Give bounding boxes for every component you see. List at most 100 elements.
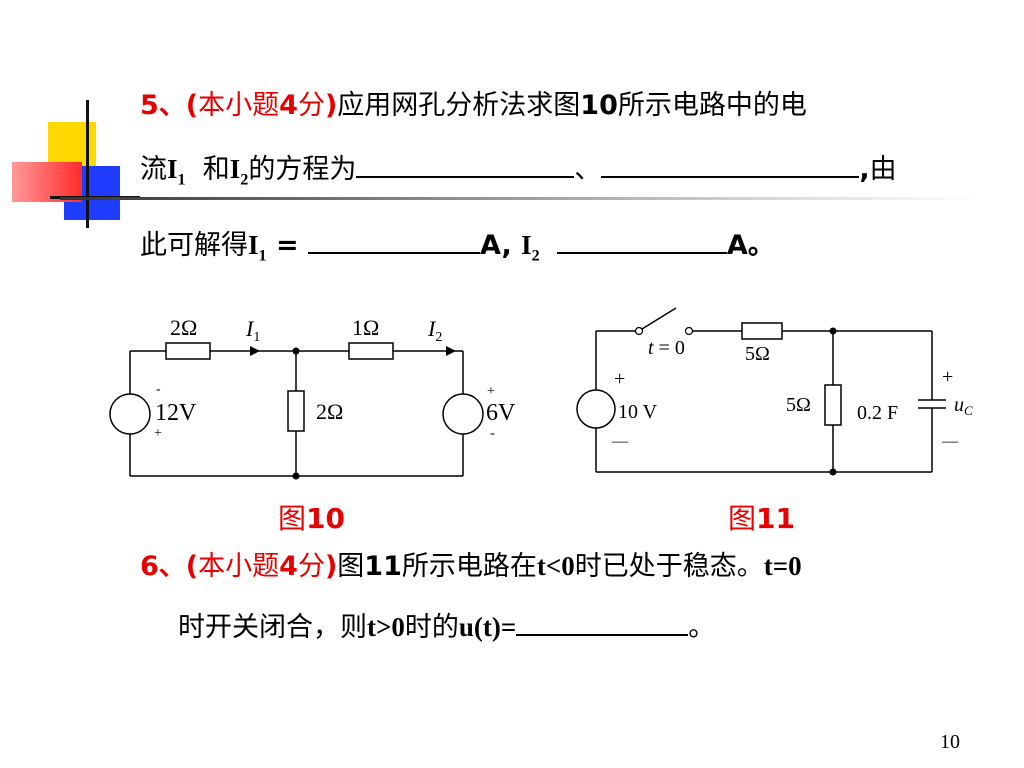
fig10-src-left-top: - [156,382,161,397]
q5-unit1: A, [480,230,522,261]
resistor-2ohm-middle [287,390,305,432]
q5-line-3: 此可解得I1 = A, I2 A。 [140,226,775,273]
page-number: 10 [940,731,960,753]
deco-vertical-line [86,100,89,228]
q5-line1-text: 应用网孔分析法求图 [337,90,581,121]
fig10-i2-label: I2 [427,316,442,345]
q5-score-unit: 分 [297,90,325,121]
q5-number: 5、 [140,90,186,121]
q5-line-2: 流I1 和I2的方程为、,由 [140,150,897,197]
fig10-caption-num: 10 [306,502,345,535]
voltage-source-right [442,393,484,435]
fig10-r-right-label: 1Ω [352,315,379,340]
fig11-src-value: 10 V [618,401,658,423]
resistor-5ohm-middle [824,384,842,426]
resistor-5ohm-top [741,322,783,340]
node-bottom [829,468,837,476]
q5-fig-ref: 10 [580,90,618,121]
fig10-caption-prefix: 图 [278,502,307,535]
q6-line-1: 6、(本小题4分)图11所示电路在t<0时已处于稳态。t=0 [140,548,802,585]
deco-red-square [12,162,82,202]
fig10-src-left-bottom: + [154,426,162,441]
node-top [829,327,837,335]
q6-line1-text: 图 [337,551,365,582]
fig11-caption-prefix: 图 [728,502,757,535]
q5-line1-tail: 所示电路中的电 [617,90,807,121]
q6-line2-b: 时的 [404,612,459,643]
q5-blank-i1[interactable] [308,226,481,254]
voltage-source-left [109,393,151,435]
title-underline-rule [60,197,980,200]
q6-score-text: 本小题 [198,551,280,582]
figure-10-circuit: 2Ω 1Ω 2Ω I1 I2 12V - + 6V + - [109,315,516,480]
q6-blank-ut[interactable] [516,608,689,636]
q5-line3-a: 此可解得 [140,230,248,261]
q5-line2-a: 流 [140,154,167,185]
q5-blank-eq1[interactable] [356,150,575,178]
fig10-src-left-value: 12V [155,400,197,426]
q5-line2-d: 由 [869,154,897,185]
fig11-src-minus: — [611,433,629,450]
q6-line2-end: 。 [688,612,716,643]
fig10-src-right-bottom: - [490,426,495,441]
q5-score-close: ) [324,90,338,121]
fig10-i1-label: I1 [245,316,260,345]
fig10-r-left-label: 2Ω [170,315,197,340]
fig11-r-top-label: 5Ω [745,343,770,365]
q5-line2-b: 和 [202,154,230,185]
q6-cond-lt: t<0 [536,551,575,581]
fig11-r-mid-label: 5Ω [786,394,811,416]
q5-i1-sub: 1 [177,170,186,189]
q5-line3-eq: = [266,230,309,261]
resistor-1ohm-right [348,342,394,360]
fig10-r-mid-label: 2Ω [316,399,343,424]
fig11-cap-label: 0.2 F [857,402,898,424]
switch-contact-left [634,326,644,336]
node-top [292,347,300,355]
fig10-src-right-value: 6V [486,400,516,426]
q5-line3-i1-sub: 1 [258,246,267,265]
figure-10-caption: 图10 [278,497,345,537]
q5-i2: I [229,154,241,184]
fig11-uc-minus: — [941,433,959,450]
current-arrow-i1 [250,346,260,356]
q5-line3-i2-sub: 2 [531,246,540,265]
corner-decoration [0,100,140,230]
q5-line3-i1: I [248,230,259,260]
q6-cond-gt: t>0 [367,612,405,642]
q6-line1-c: 时已处于稳态。 [574,551,764,582]
q5-blank-i2[interactable] [556,226,727,254]
q6-fig-ref: 11 [364,551,402,582]
q5-blank-eq2[interactable] [601,150,860,178]
q5-separator: 、 [574,154,602,185]
q5-line2-c: 的方程为 [248,154,357,185]
fig10-src-right-top: + [487,384,495,399]
q6-score-close: ) [324,551,338,582]
q6-t0: t=0 [763,551,802,581]
resistor-2ohm-left [165,342,211,360]
q5-unit2: A。 [726,230,775,261]
fig11-src-plus: + [614,368,625,390]
q6-line1-b: 所示电路在 [401,551,537,582]
fig11-uc-plus: + [942,366,953,388]
fig11-switch-label: t = 0 [648,337,685,359]
voltage-source-10v [576,389,616,429]
q5-score-open: ( [185,90,199,121]
figure-11-caption: 图11 [728,497,795,537]
q5-i2-sub: 2 [240,170,249,189]
switch-blade [641,307,677,330]
q6-number: 6、 [140,551,186,582]
q6-score-open: ( [185,551,199,582]
node-bottom [292,472,300,480]
q6-ut: u(t)= [458,612,517,642]
q6-line-2: 时开关闭合，则t>0时的u(t)=。 [178,608,715,646]
q5-line3-i2: I [521,230,532,260]
fig11-caption-num: 11 [756,502,795,535]
q5-score-text: 本小题 [198,90,280,121]
q5-comma: , [859,154,870,185]
q5-line-1: 5、(本小题4分)应用网孔分析法求图10所示电路中的电 [140,88,807,124]
q5-i1: I [167,154,178,184]
q6-score-unit: 分 [297,551,325,582]
switch-contact-right [684,326,694,336]
current-arrow-i2 [446,346,456,356]
